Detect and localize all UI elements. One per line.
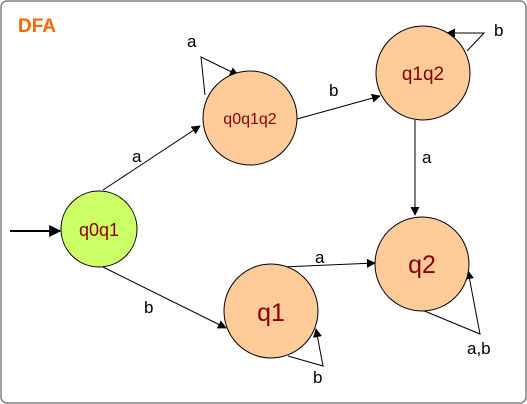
- edge-q0q1q2-self: [200, 56, 239, 96]
- edge-label-q0q1-q0q1q2: a: [132, 147, 142, 166]
- edge-q0q1q2-q1q2: [296, 93, 381, 120]
- edge-q1q2-self: [446, 28, 486, 52]
- state-label: q0q1q2: [223, 111, 276, 128]
- state-circle: [223, 263, 319, 359]
- state-circle: [375, 25, 471, 121]
- edge-q1-self: [287, 328, 324, 367]
- edge-q1-q2: [281, 258, 376, 268]
- state-circle: [60, 190, 138, 268]
- state-q0q1q2: q0q1q2: [202, 70, 298, 166]
- edge-label-q1q2-q2: a: [422, 148, 432, 167]
- state-label: q1q2: [402, 64, 444, 85]
- edge-label-q0q1-q1: b: [144, 298, 153, 317]
- state-q2: q2: [374, 216, 470, 312]
- edge-label-q0q1q2-q1q2: b: [329, 81, 338, 100]
- state-label: q0q1: [79, 220, 119, 240]
- diagram-title: DFA: [18, 16, 56, 37]
- edge-label-q0q1q2-self: a: [187, 32, 197, 51]
- edge-label-q1-q2: a: [315, 248, 325, 267]
- edge-q0q1-q1: [100, 265, 227, 329]
- edge-q2-self: [421, 270, 481, 335]
- state-label: q2: [408, 251, 436, 279]
- state-circle: [374, 216, 470, 312]
- edge-label-q1q2-self: b: [494, 21, 503, 40]
- edge-label-q2-self: a,b: [467, 339, 491, 358]
- state-q1: q1: [223, 263, 319, 359]
- edge-label-q1-self: b: [313, 368, 322, 387]
- state-label: q1: [257, 299, 285, 327]
- state-q0q1: q0q1: [60, 190, 138, 268]
- state-circle: [202, 70, 298, 166]
- edge-q0q1-q0q1q2: [102, 125, 201, 191]
- state-q1q2: q1q2: [375, 25, 471, 121]
